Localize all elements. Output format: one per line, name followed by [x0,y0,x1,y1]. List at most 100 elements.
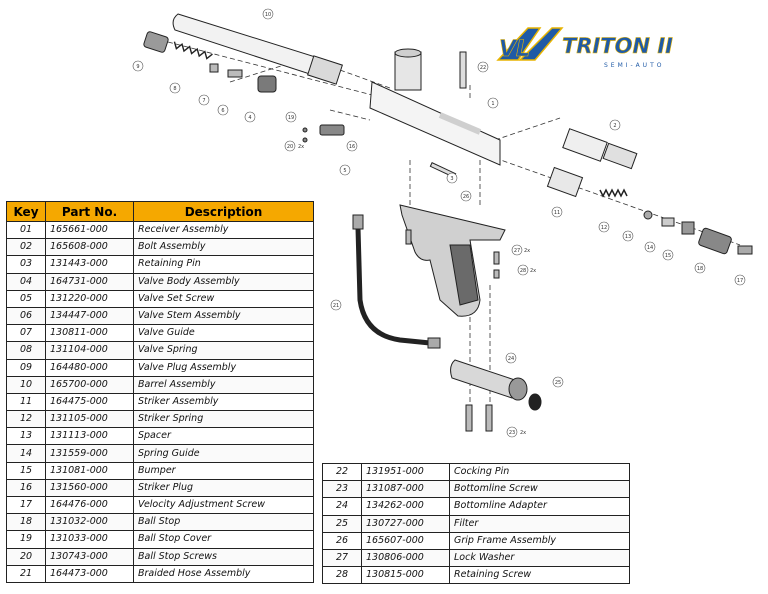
cell-key: 16 [6,478,46,498]
cell-part-no: 130743-000 [45,547,134,566]
svg-text:1: 1 [491,101,494,107]
cell-key: 26 [322,531,362,550]
cell-description: Striker Spring [133,410,314,429]
callout-7: 7 [198,94,210,106]
cell-description: Valve Body Assembly [133,272,314,291]
part-bottomline-screws [465,404,493,432]
header-description: Description [133,201,314,222]
cell-key: 27 [322,548,362,568]
cell-description: Striker Plug [133,478,314,498]
cell-description: Striker Assembly [133,392,314,412]
callout-19: 19 [285,111,297,123]
part-valve-spring [173,41,213,60]
cell-part-no: 131560-000 [45,478,134,498]
cell-part-no: 164480-000 [45,358,134,377]
cell-part-no: 164476-000 [45,495,134,515]
cell-part-no: 131220-000 [45,289,134,308]
callout-20: 20 [284,140,296,152]
callout-25: 25 [552,376,564,388]
cell-description: Bottomline Screw [449,480,630,499]
header-key: Key [6,201,46,222]
cell-description: Valve Plug Assembly [133,358,314,377]
svg-text:3: 3 [450,176,453,182]
svg-text:6: 6 [221,108,224,114]
callout-markers: 1 2 3 4 5 6 7 8 9 10 11 12 13 14 15 16 1… [132,8,746,438]
part-receiver [369,48,501,166]
cell-key: 15 [6,461,46,480]
cell-part-no: 130815-000 [361,566,450,585]
cell-part-no: 165607-000 [361,531,450,550]
cell-description: Spring Guide [133,444,314,463]
callout-23: 23 [506,426,518,438]
callout-10: 10 [262,8,274,20]
part-striker-group [546,166,753,255]
callout-8: 8 [169,82,181,94]
cell-part-no: 134262-000 [361,497,450,516]
cell-key: 13 [6,427,46,446]
cell-part-no: 165608-000 [45,238,134,257]
svg-text:10: 10 [265,12,271,18]
cell-key: 02 [6,238,46,257]
cell-part-no: 131104-000 [45,341,134,360]
callout-13: 13 [622,230,634,242]
part-bottomline-adapter [450,359,528,401]
cell-part-no: 164475-000 [45,392,134,412]
svg-text:22: 22 [480,65,486,71]
svg-text:12: 12 [601,225,607,231]
callout-4: 4 [244,111,256,123]
svg-text:28: 28 [520,268,526,274]
part-grip-screws [405,229,500,279]
svg-text:7: 7 [202,98,205,104]
cell-part-no: 131105-000 [45,410,134,429]
cell-part-no: 131087-000 [361,480,450,499]
part-barrel [172,13,343,85]
svg-text:14: 14 [647,245,653,251]
cell-key: 19 [6,530,46,549]
cell-key: 03 [6,255,46,274]
cell-part-no: 164473-000 [45,564,134,583]
svg-text:16: 16 [349,144,355,150]
svg-text:2x: 2x [520,430,526,436]
cell-part-no: 131951-000 [361,462,450,482]
cell-description: Valve Stem Assembly [133,306,314,326]
part-valve-plug [143,31,169,53]
cell-description: Grip Frame Assembly [449,531,630,550]
logo-title: TRITON II [562,34,673,58]
callout-17: 17 [734,274,746,286]
svg-text:9: 9 [136,64,139,70]
svg-text:18: 18 [697,266,703,272]
part-grip-frame [399,204,506,317]
svg-text:2: 2 [613,123,616,129]
callout-22: 22 [477,61,489,73]
svg-text:2x: 2x [298,144,304,150]
cell-key: 10 [6,375,46,394]
callout-5: 5 [339,164,351,176]
cell-description: Bottomline Adapter [449,497,630,516]
cell-description: Bolt Assembly [133,238,314,257]
cell-description: Cocking Pin [449,462,630,482]
part-valve-parts [209,63,277,93]
cell-key: 09 [6,358,46,377]
cell-key: 20 [6,547,46,566]
triton-logo: VL TRITON II SEMI-AUTO [496,27,673,69]
cell-description: Lock Washer [449,548,630,568]
callout-6: 6 [217,104,229,116]
callout-16: 16 [346,140,358,152]
cell-key: 04 [6,272,46,291]
callout-11: 11 [551,206,563,218]
callout-14: 14 [644,241,656,253]
cell-key: 07 [6,324,46,343]
svg-text:21: 21 [333,303,339,309]
cell-description: Valve Set Screw [133,289,314,308]
